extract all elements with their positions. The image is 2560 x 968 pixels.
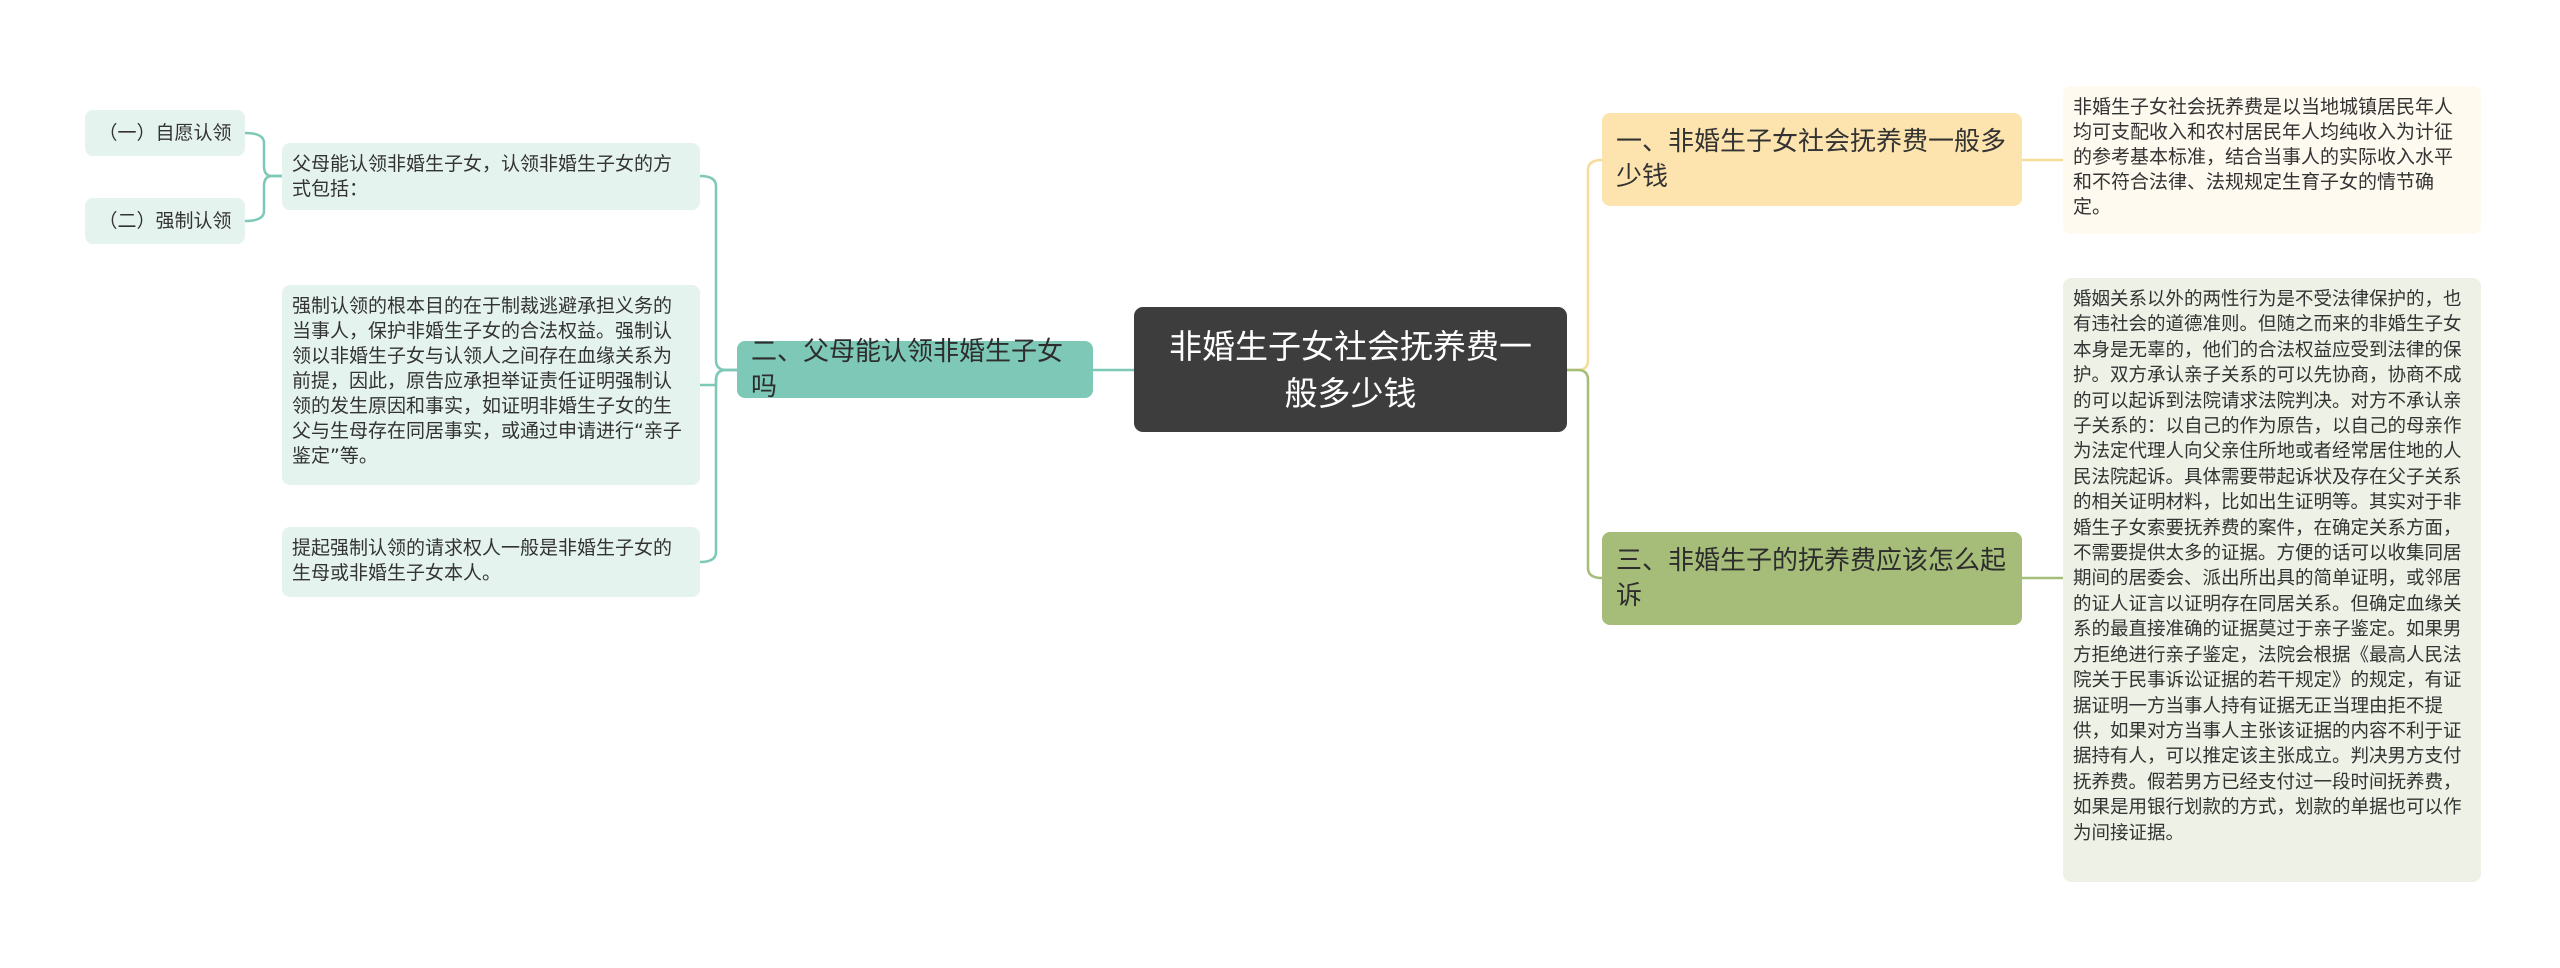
edge-intro-method2	[244, 174, 282, 223]
method-forced[interactable]: （二）强制认领	[85, 198, 245, 244]
root-topic-label: 非婚生子女社会抚养费一般多少钱	[1169, 326, 1532, 413]
method-voluntary[interactable]: （一）自愿认领	[85, 110, 245, 156]
branch-topic-1[interactable]: 一、非婚生子女社会抚养费一般多少钱	[1602, 113, 2022, 206]
leaf-branch1-detail-text: 非婚生子女社会抚养费是以当地城镇居民年人均可支配收入和农村居民年人均纯收入为计征…	[2073, 96, 2454, 218]
branch-topic-2[interactable]: 二、父母能认领非婚生子女吗	[737, 337, 1093, 402]
leaf-branch3-detail[interactable]: 婚姻关系以外的两性行为是不受法律保护的，也有违社会的道德准则。但随之而来的非婚生…	[2063, 278, 2481, 882]
branch-topic-2-label: 二、父母能认领非婚生子女吗	[751, 336, 1064, 402]
branch-topic-3-label: 三、非婚生子的抚养费应该怎么起诉	[1616, 545, 2007, 611]
branch-topic-3[interactable]: 三、非婚生子的抚养费应该怎么起诉	[1602, 532, 2022, 625]
leaf-branch2-claimant[interactable]: 提起强制认领的请求权人一般是非婚生子女的生母或非婚生子女本人。	[282, 527, 700, 597]
leaf-branch2-claimant-text: 提起强制认领的请求权人一般是非婚生子女的生母或非婚生子女本人。	[292, 537, 673, 584]
leaf-branch1-detail[interactable]: 非婚生子女社会抚养费是以当地城镇居民年人均可支配收入和农村居民年人均纯收入为计征…	[2063, 86, 2481, 234]
leaf-branch2-intro[interactable]: 父母能认领非婚生子女，认领非婚生子女的方式包括：	[282, 143, 700, 210]
branch-topic-1-label: 一、非婚生子女社会抚养费一般多少钱	[1616, 126, 2007, 192]
edge-branch2-claimant	[699, 368, 737, 564]
leaf-branch2-forced[interactable]: 强制认领的根本目的在于制裁逃避承担义务的当事人，保护非婚生子女的合法权益。强制认…	[282, 285, 700, 485]
edge-branch2-intro	[699, 174, 737, 372]
leaf-branch2-forced-text: 强制认领的根本目的在于制裁逃避承担义务的当事人，保护非婚生子女的合法权益。强制认…	[292, 295, 682, 467]
edge-root-branch1	[1567, 158, 1603, 372]
edge-root-branch3	[1567, 368, 1603, 580]
edge-intro-method1	[244, 131, 282, 178]
leaf-branch2-intro-text: 父母能认领非婚生子女，认领非婚生子女的方式包括：	[292, 153, 673, 200]
method-forced-label: （二）强制认领	[98, 209, 232, 232]
method-voluntary-label: （一）自愿认领	[98, 121, 232, 144]
root-topic[interactable]: 非婚生子女社会抚养费一般多少钱	[1134, 307, 1567, 432]
leaf-branch3-detail-text: 婚姻关系以外的两性行为是不受法律保护的，也有违社会的道德准则。但随之而来的非婚生…	[2073, 289, 2462, 844]
